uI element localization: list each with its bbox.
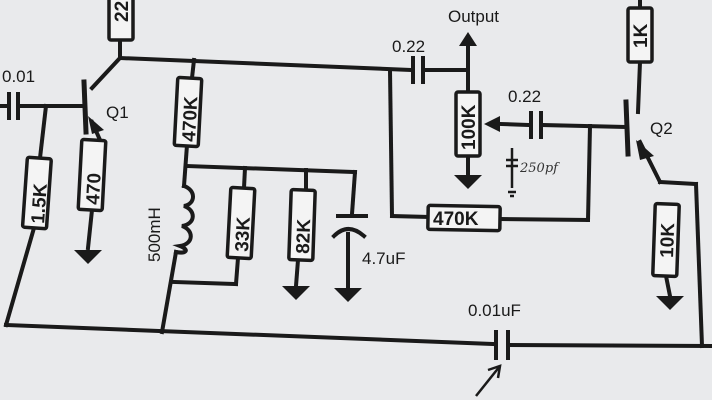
- ground-icon: [74, 250, 102, 264]
- svg-text:10K: 10K: [657, 222, 679, 258]
- transistor-q1: Q1: [81, 79, 129, 135]
- capacitor-pot-coupling: 0.22: [508, 87, 543, 139]
- ground-symbols: [74, 175, 684, 310]
- handwritten-annotation: 250pf: [475, 148, 560, 397]
- svg-text:470K: 470K: [179, 96, 202, 143]
- electrolytic-label: 4.7uF: [362, 249, 405, 268]
- handwritten-label: 250pf: [519, 161, 560, 176]
- output-terminal: Output: [448, 7, 499, 46]
- svg-text:33K: 33K: [232, 216, 255, 252]
- ground-icon: [282, 286, 310, 300]
- bottom-cap-label: 0.01uF: [468, 301, 521, 320]
- resistor-q1-collector: 22K: [107, 0, 135, 42]
- q2-label: Q2: [650, 119, 673, 138]
- resistor-q2-emitter: 10K: [651, 201, 681, 279]
- pot-cap-label: 0.22: [508, 87, 541, 106]
- inductor-label: 500mH: [145, 207, 164, 262]
- svg-text:470K: 470K: [433, 209, 479, 230]
- resistor-q2-collector: 1K: [626, 6, 654, 64]
- svg-text:1K: 1K: [631, 23, 652, 48]
- ground-icon: [454, 175, 482, 189]
- resistor-feedback: 470K: [426, 203, 502, 233]
- arrow-up-icon: [459, 32, 477, 46]
- circuit-wires: [0, 0, 712, 349]
- svg-text:22K: 22K: [112, 0, 133, 22]
- handwritten-arrow-head: [487, 364, 502, 379]
- capacitor-electrolytic: 4.7uF: [331, 214, 405, 268]
- resistor-q1-base: 1.5K: [20, 155, 53, 231]
- svg-text:82K: 82K: [293, 218, 315, 254]
- resistor-q1-emitter: 470: [76, 137, 108, 213]
- capacitor-bottom: 0.01uF: [468, 301, 521, 360]
- svg-text:470: 470: [83, 173, 106, 206]
- ground-icon: [656, 296, 684, 310]
- transistor-q2: Q2: [623, 99, 673, 160]
- resistor-pot: 100K: [454, 90, 482, 158]
- capacitor-input: 0.01: [2, 67, 35, 120]
- output-label: Output: [448, 7, 499, 26]
- output-cap-label: 0.22: [392, 37, 425, 56]
- pot-wiper-arrow-icon: [484, 116, 500, 132]
- handwritten-arrow: [475, 365, 501, 397]
- q1-label: Q1: [106, 103, 129, 122]
- svg-text:1.5K: 1.5K: [28, 183, 52, 225]
- ground-icon: [334, 288, 362, 302]
- resistor-bias: 470K: [172, 75, 204, 149]
- resistor-shunt-1: 33K: [225, 185, 257, 261]
- input-cap-label: 0.01: [2, 67, 35, 86]
- svg-text:100K: 100K: [459, 104, 480, 150]
- resistor-shunt-2: 82K: [287, 187, 317, 263]
- inductor: 500mH: [145, 183, 195, 262]
- capacitor-output: 0.22: [392, 37, 425, 84]
